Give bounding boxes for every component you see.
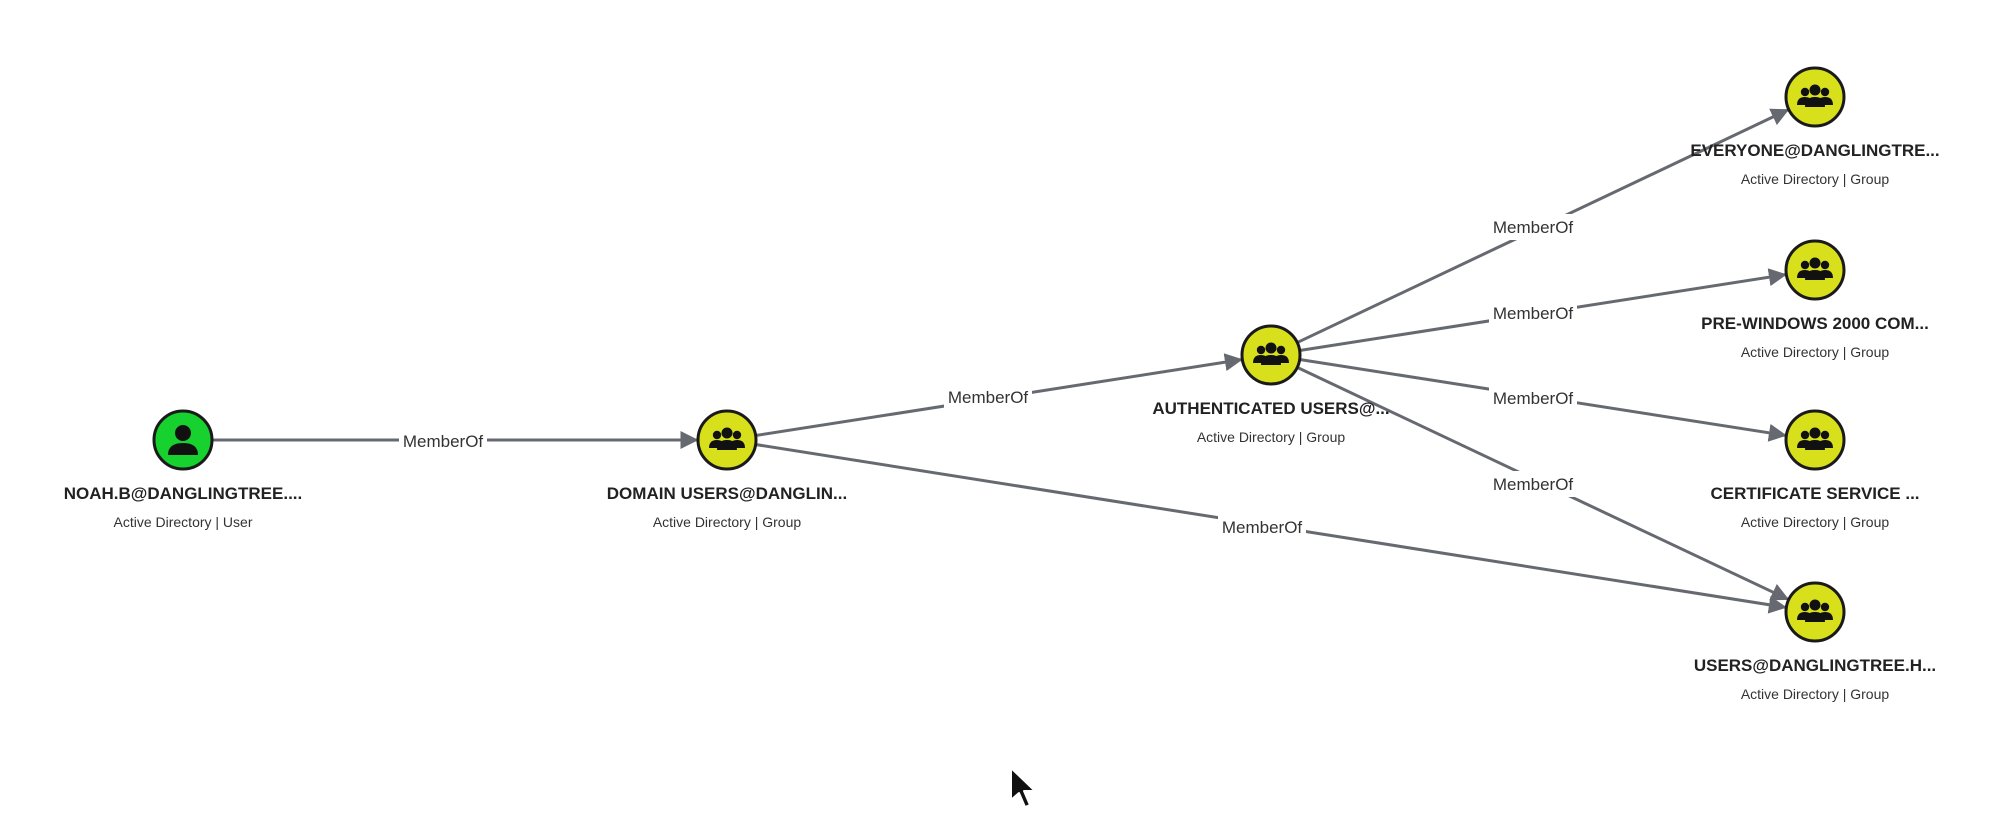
edge-noah-to-domain_users[interactable]: MemberOf: [212, 428, 699, 454]
node-subtitle: Active Directory | Group: [1741, 514, 1890, 530]
edge-label: MemberOf: [1493, 304, 1574, 323]
edge-label-background: [944, 384, 1032, 410]
nodes-layer: NOAH.B@DANGLINGTREE.... Active Directory …: [64, 66, 1940, 702]
group-icon: [1253, 342, 1289, 365]
person-icon: [168, 425, 198, 455]
edge-label-background: [1489, 214, 1577, 240]
edge-domain_users-to-auth_users[interactable]: MemberOf: [755, 353, 1243, 438]
node-subtitle: Active Directory | Group: [1741, 171, 1890, 187]
edge-label: MemberOf: [1222, 518, 1303, 537]
edges-layer: MemberOfMemberOfMemberOfMemberOfMemberOf…: [212, 108, 1790, 614]
node-subtitle: Active Directory | Group: [1197, 429, 1346, 445]
node-subtitle: Active Directory | User: [114, 514, 253, 530]
edge-label-background: [1489, 300, 1577, 326]
node-domain_users[interactable]: DOMAIN USERS@DANGLIN... Active Directory …: [607, 409, 847, 530]
node-auth_users[interactable]: AUTHENTICATED USERS@... Active Directory …: [1152, 324, 1390, 445]
edge-label-background: [1218, 514, 1306, 540]
edge-domain_users-to-users[interactable]: MemberOf: [755, 443, 1787, 614]
node-subtitle: Active Directory | Group: [653, 514, 802, 530]
node-name: DOMAIN USERS@DANGLIN...: [607, 484, 847, 503]
node-name: NOAH.B@DANGLINGTREE....: [64, 484, 303, 503]
edge-label: MemberOf: [403, 432, 484, 451]
group-icon: [709, 427, 745, 450]
node-everyone[interactable]: EVERYONE@DANGLINGTRE... Active Directory …: [1690, 66, 1940, 187]
node-pre_win2000[interactable]: PRE-WINDOWS 2000 COM... Active Directory …: [1701, 239, 1929, 360]
edge-auth_users-to-pre_win2000[interactable]: MemberOf: [1299, 268, 1787, 353]
group-icon: [1797, 599, 1833, 622]
node-cert_service[interactable]: CERTIFICATE SERVICE ... Active Directory …: [1710, 409, 1920, 530]
mouse-cursor-icon: [1010, 767, 1036, 808]
edge-label: MemberOf: [948, 388, 1029, 407]
edge-auth_users-to-cert_service[interactable]: MemberOf: [1299, 357, 1787, 442]
edge-label: MemberOf: [1493, 389, 1574, 408]
node-users[interactable]: USERS@DANGLINGTREE.H... Active Directory …: [1694, 581, 1936, 702]
node-name: CERTIFICATE SERVICE ...: [1710, 484, 1919, 503]
edge-auth_users-to-users[interactable]: MemberOf: [1296, 366, 1790, 601]
edge-label: MemberOf: [1493, 218, 1574, 237]
node-subtitle: Active Directory | Group: [1741, 686, 1890, 702]
edge-label-background: [1489, 385, 1577, 411]
node-name: AUTHENTICATED USERS@...: [1152, 399, 1389, 418]
group-icon: [1797, 427, 1833, 450]
node-name: EVERYONE@DANGLINGTRE...: [1690, 141, 1939, 160]
edge-label-background: [1489, 471, 1577, 497]
group-icon: [1797, 84, 1833, 107]
node-noah[interactable]: NOAH.B@DANGLINGTREE.... Active Directory …: [64, 409, 303, 530]
group-icon: [1797, 257, 1833, 280]
edge-label: MemberOf: [1493, 475, 1574, 494]
node-name: PRE-WINDOWS 2000 COM...: [1701, 314, 1929, 333]
node-subtitle: Active Directory | Group: [1741, 344, 1890, 360]
node-name: USERS@DANGLINGTREE.H...: [1694, 656, 1936, 675]
edge-auth_users-to-everyone[interactable]: MemberOf: [1296, 108, 1790, 344]
edge-label-background: [399, 428, 487, 454]
